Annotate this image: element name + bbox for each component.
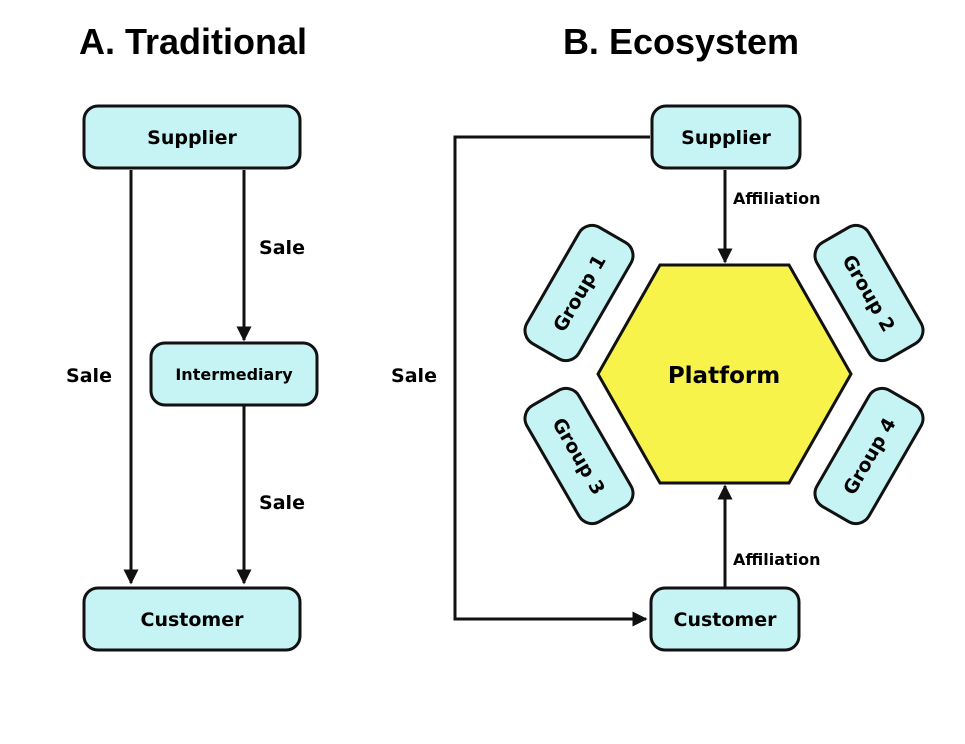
edge-label-sale-from-intermediary: Sale	[259, 492, 305, 514]
supplier-node-b: Supplier	[650, 104, 802, 170]
edge-label-affiliation-bottom: Affiliation	[733, 550, 821, 569]
supplier-node-a: Supplier	[82, 104, 302, 170]
panel-ecosystem: B. Ecosystem Sale Affiliation Affiliatio…	[391, 21, 925, 652]
panel-b-title: B. Ecosystem	[563, 21, 799, 62]
panel-a-title: A. Traditional	[79, 21, 307, 62]
supplier-label: Supplier	[681, 127, 771, 149]
customer-label: Customer	[674, 609, 778, 631]
customer-node-b: Customer	[649, 586, 801, 652]
intermediary-label: Intermediary	[175, 365, 293, 384]
customer-label: Customer	[141, 609, 245, 631]
edge-sale-loop	[453, 135, 650, 627]
panel-traditional: A. Traditional Sale Sale Sale Supplier I…	[66, 21, 319, 652]
customer-node-a: Customer	[82, 586, 302, 652]
platform-label: Platform	[668, 363, 780, 389]
edge-label-affiliation-top: Affiliation	[733, 189, 821, 208]
edge-label-direct-sale: Sale	[66, 365, 112, 387]
supplier-label: Supplier	[147, 127, 237, 149]
edge-label-sale-to-intermediary: Sale	[259, 237, 305, 259]
platform-node: Platform	[596, 263, 853, 485]
intermediary-node: Intermediary	[149, 341, 319, 407]
edge-label-sale: Sale	[391, 365, 437, 387]
